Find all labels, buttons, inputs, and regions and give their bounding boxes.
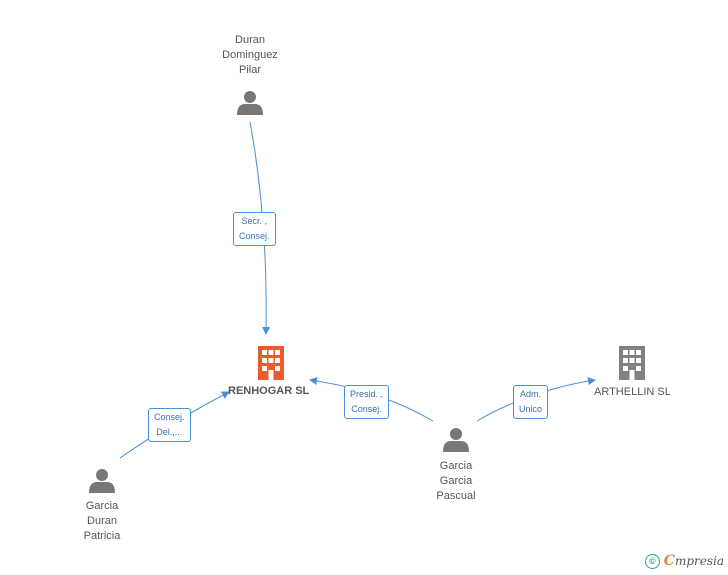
copyright-icon: © [644, 553, 660, 569]
company-label-renhogar[interactable]: RENHOGAR SL [228, 385, 310, 397]
brand-logo: Cmpresia [663, 553, 724, 569]
company-label-arthellin[interactable]: ARTHELLIN SL [594, 386, 671, 398]
edge-label-adm[interactable]: Adm. Unico [513, 385, 549, 419]
footer-brand: © Cmpresia [644, 553, 724, 569]
person-icon[interactable] [237, 91, 263, 115]
building-icon[interactable] [619, 346, 645, 380]
person-label-garcia-duran[interactable]: Garcia Duran Patricia [83, 500, 121, 542]
person-label-garcia-garcia[interactable]: Garcia Garcia Pascual [436, 460, 476, 502]
building-icon[interactable] [258, 346, 284, 380]
person-label-duran-dominguez[interactable]: Duran Dominguez Pilar [222, 34, 278, 76]
edge-label-secr[interactable]: Secr. , Consej. [233, 212, 276, 246]
person-icon[interactable] [443, 428, 469, 452]
edge-label-consej[interactable]: Consej. Del.,... [148, 408, 191, 442]
edge-label-presid[interactable]: Presid. , Consej. [344, 385, 390, 419]
person-icon[interactable] [89, 469, 115, 493]
